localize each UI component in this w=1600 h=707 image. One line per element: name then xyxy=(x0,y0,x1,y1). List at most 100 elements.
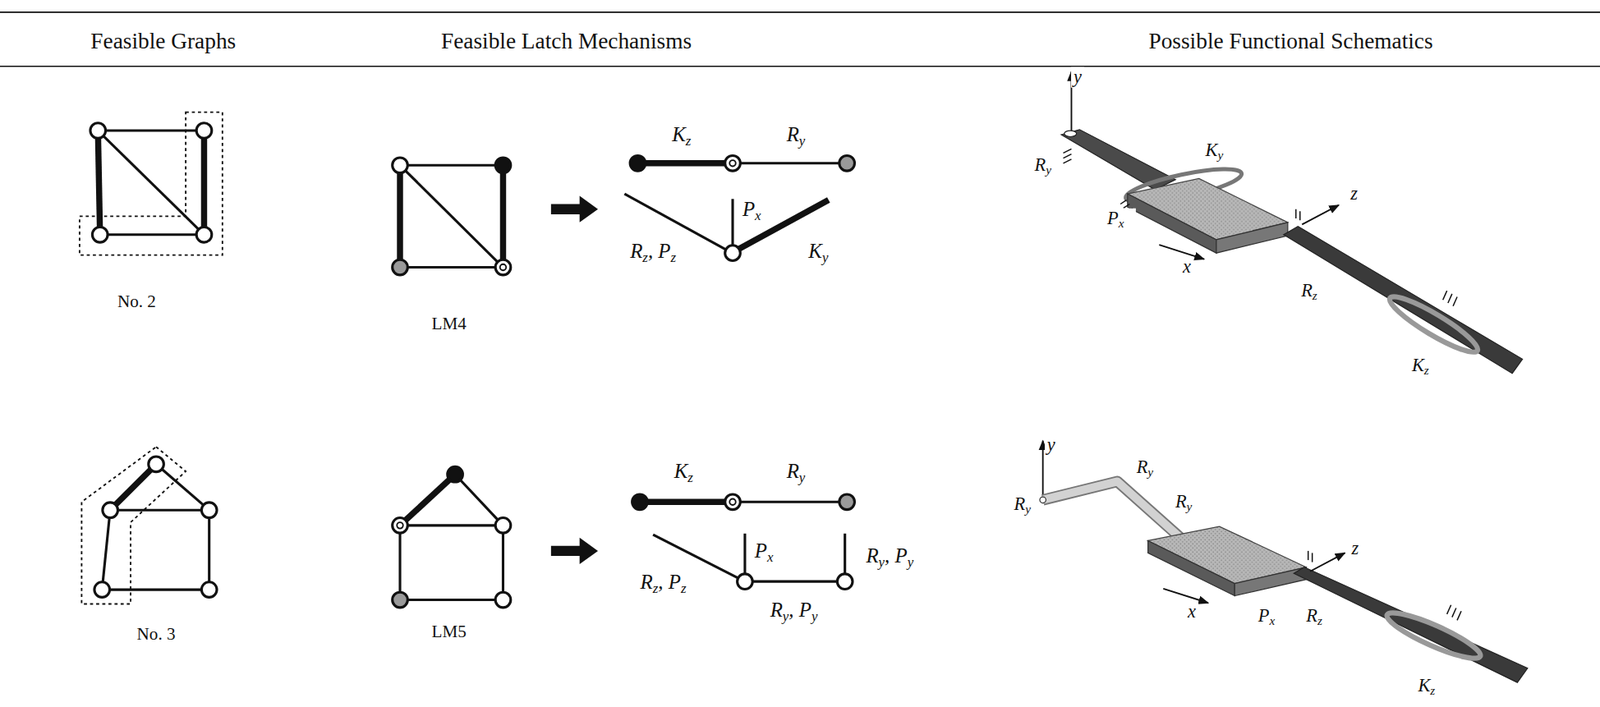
slider-block-face xyxy=(1234,567,1306,597)
joint-label: Rz xyxy=(1303,606,1325,627)
symbol-letter: x xyxy=(1182,256,1191,277)
input-vertex-inner xyxy=(396,522,403,529)
symbol-subscript: y xyxy=(782,608,790,625)
joint-label: Px⃗ xyxy=(1104,208,1136,230)
symbol-letter: R xyxy=(1014,492,1026,514)
link xyxy=(732,501,847,504)
symbol-letter: P xyxy=(668,571,681,594)
joint-label: x xyxy=(1185,602,1199,623)
link xyxy=(843,533,846,575)
graph-vertex xyxy=(737,574,754,590)
joint-label: Ry xyxy=(1134,457,1156,479)
joint-label: Rz, Pz xyxy=(627,239,679,263)
graph-edge xyxy=(400,474,456,526)
graph-vertex xyxy=(836,574,853,590)
spring-loop xyxy=(1384,289,1483,359)
symbol-subscript: y xyxy=(1147,464,1154,479)
symbol-letter: K xyxy=(1411,354,1425,375)
symbol-subscript: z xyxy=(680,581,687,598)
symbol-letter: z xyxy=(1351,537,1359,559)
input-vertex xyxy=(495,259,511,276)
link xyxy=(731,198,734,246)
axis-arrow xyxy=(1163,588,1209,603)
input-vertex-inner xyxy=(729,160,736,166)
dotted-outline xyxy=(81,446,186,604)
slider-block-face xyxy=(1127,193,1217,253)
graph-edge xyxy=(400,164,503,167)
graph-edge xyxy=(156,464,210,511)
ground-vertex xyxy=(447,466,464,483)
symbol-subscript: z xyxy=(1424,363,1430,378)
symbol-letter: R xyxy=(1136,456,1149,478)
joint-label: Ry xyxy=(1031,155,1053,176)
symbol-letter: P xyxy=(1107,207,1119,229)
symbol-subscript: y xyxy=(1186,499,1193,514)
table-rules xyxy=(0,12,1600,67)
symbol-letter: R xyxy=(786,123,800,146)
symbol-subscript: y xyxy=(1217,147,1223,162)
graph-vertex xyxy=(90,123,106,139)
derivation-arrow xyxy=(551,537,598,565)
link xyxy=(743,533,746,575)
ground-vertex xyxy=(632,494,649,511)
symbol-letter: R xyxy=(629,239,643,263)
joint-label: Ry, Py xyxy=(767,598,821,621)
spring-link xyxy=(639,499,733,506)
graph-edge xyxy=(500,165,506,267)
graph-vertex xyxy=(196,226,212,243)
graph-vertex xyxy=(201,582,217,598)
table-rule xyxy=(0,65,1600,67)
symbol-subscript: y xyxy=(811,608,819,625)
joint-label: Rz xyxy=(1298,280,1320,302)
table-rule xyxy=(0,11,1600,14)
joint-label: Kz xyxy=(1409,354,1432,376)
graph-edge xyxy=(400,266,503,269)
input-vertex-inner xyxy=(729,499,736,506)
symbol-subscript: y xyxy=(822,249,829,266)
joint-label: Kz xyxy=(1415,675,1438,697)
latch-link xyxy=(1043,481,1184,541)
output-vertex xyxy=(392,259,409,276)
joint-label: Px⃗ xyxy=(752,539,787,562)
graph-edge xyxy=(400,165,503,267)
symbol-letter: R xyxy=(1034,154,1046,175)
joint-label: z xyxy=(1348,538,1361,560)
output-vertex xyxy=(392,592,409,608)
slider-block-face xyxy=(1216,222,1288,253)
dotted-outline xyxy=(79,112,223,256)
joint-label: Ry xyxy=(784,123,809,146)
column-header: Feasible Latch Mechanisms xyxy=(438,28,695,54)
joint-label: Ry xyxy=(1172,491,1195,513)
symbol-letter: R xyxy=(865,544,879,567)
graph-no2 xyxy=(79,112,223,256)
symbol-subscript: x⃗ xyxy=(1269,614,1286,629)
symbol-subscript: y xyxy=(1025,501,1031,516)
joint-label: Px⃗ xyxy=(1255,606,1288,627)
graph-vertex xyxy=(94,582,111,598)
joint-label: Kz xyxy=(671,459,696,483)
joint-label: Rz, Pz xyxy=(638,571,690,594)
symbol-letter: , xyxy=(788,598,799,621)
latch-link xyxy=(1043,481,1184,541)
symbol-letter: P xyxy=(754,539,768,562)
joint-label: Px⃗ xyxy=(740,197,775,221)
symbol-subscript: y xyxy=(878,554,886,571)
link xyxy=(752,580,838,584)
symbol-letter: K xyxy=(808,239,823,263)
symbol-subscript: z xyxy=(687,469,694,486)
symbol-letter: P xyxy=(657,239,671,263)
symbol-subscript: z xyxy=(1429,683,1435,698)
pivot-hole xyxy=(1064,130,1077,137)
graph-edge xyxy=(396,165,403,267)
schematic-1 xyxy=(1061,71,1523,374)
symbol-subscript: z xyxy=(1312,288,1318,303)
figure-caption: LM5 xyxy=(429,623,469,643)
pivot-hole xyxy=(1039,496,1046,503)
axis-arrow xyxy=(1042,441,1044,497)
column-header: Feasible Graphs xyxy=(87,28,239,54)
column-header: Possible Functional Schematics xyxy=(1145,28,1435,54)
graph-vertex xyxy=(725,245,741,262)
symbol-subscript: x⃗ xyxy=(1118,216,1135,230)
symbol-subscript: y xyxy=(799,133,806,149)
